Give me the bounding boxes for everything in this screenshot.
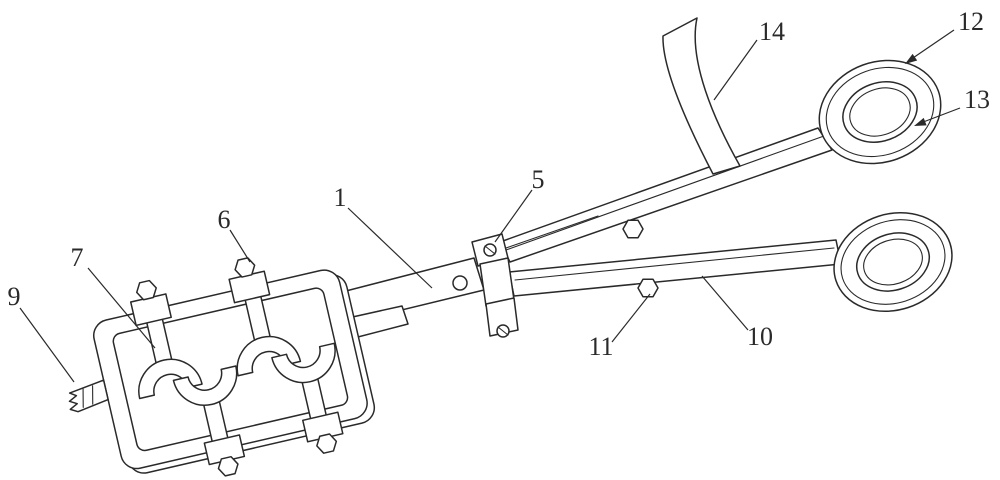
ref-label-9: 9 bbox=[8, 282, 21, 311]
lower-ring-rim-line bbox=[840, 219, 946, 305]
upper-handle bbox=[499, 127, 833, 263]
leader-14 bbox=[713, 39, 758, 101]
pivot-bracket bbox=[471, 233, 519, 338]
clamp-hex-bottom-right bbox=[316, 433, 338, 454]
ref-label-14: 14 bbox=[759, 17, 785, 46]
leader-1 bbox=[347, 207, 433, 289]
ref-label-10: 10 bbox=[747, 322, 773, 351]
upper-handle-inner-bar-line bbox=[505, 215, 599, 249]
ref-label-5: 5 bbox=[532, 165, 545, 194]
leader-5 bbox=[494, 189, 533, 243]
leader-12 bbox=[909, 29, 955, 61]
clamp-jaw-arch-right bbox=[236, 335, 302, 377]
lower-finger-ring bbox=[833, 211, 953, 313]
lower-ring-hole bbox=[856, 232, 930, 292]
ref-label-12: 12 bbox=[958, 7, 984, 36]
lower-handle-bar bbox=[508, 239, 842, 297]
clamp-head bbox=[68, 257, 376, 477]
leader-lines bbox=[19, 29, 961, 383]
upper-handle-edge-line bbox=[505, 135, 825, 251]
lower-handle-edge-line bbox=[514, 247, 835, 281]
upper-handle-hex-bolt bbox=[622, 219, 644, 239]
ref-label-11: 11 bbox=[588, 332, 613, 361]
serrated-tip-hatch-1 bbox=[82, 388, 84, 408]
upper-ring-inner-line bbox=[849, 87, 911, 137]
lower-handle bbox=[508, 239, 842, 298]
leader-13-arrowhead bbox=[914, 117, 927, 126]
serrated-tip bbox=[68, 379, 109, 413]
upper-ring-rim-line bbox=[825, 66, 935, 158]
upper-handle-bar bbox=[499, 127, 833, 263]
pivot-top-screw-slot bbox=[484, 245, 496, 255]
pivot-bottom-screw-slot bbox=[497, 326, 509, 336]
clamp-jaw-arch-left bbox=[138, 358, 203, 400]
upper-finger-ring bbox=[818, 59, 942, 165]
leader-11 bbox=[611, 293, 651, 343]
ref-label-13: 13 bbox=[964, 85, 990, 114]
ref-label-7: 7 bbox=[71, 243, 84, 272]
curved-strap bbox=[662, 17, 741, 175]
clamp-hex-bottom-left bbox=[217, 455, 239, 477]
clamp-hex-top-left bbox=[135, 279, 157, 301]
upper-ring-hole bbox=[842, 81, 918, 143]
leader-10 bbox=[701, 275, 749, 331]
leader-9 bbox=[19, 307, 75, 383]
reference-labels: 1 5 6 7 9 10 11 12 13 14 bbox=[8, 7, 991, 361]
lower-ring-inner-line bbox=[863, 238, 923, 286]
leader-7 bbox=[87, 267, 156, 349]
clamp-jaw-bowl-right bbox=[271, 342, 336, 384]
ref-label-1: 1 bbox=[334, 183, 347, 212]
ref-label-6: 6 bbox=[218, 205, 231, 234]
lower-handle-hex-bolt bbox=[637, 278, 659, 298]
leader-6 bbox=[229, 229, 251, 263]
pivot-lower-plate bbox=[485, 297, 519, 337]
serrated-tip-hatch-2 bbox=[92, 385, 94, 405]
shaft-pivot-hole bbox=[452, 275, 468, 291]
leader-12-arrowhead bbox=[905, 53, 918, 64]
